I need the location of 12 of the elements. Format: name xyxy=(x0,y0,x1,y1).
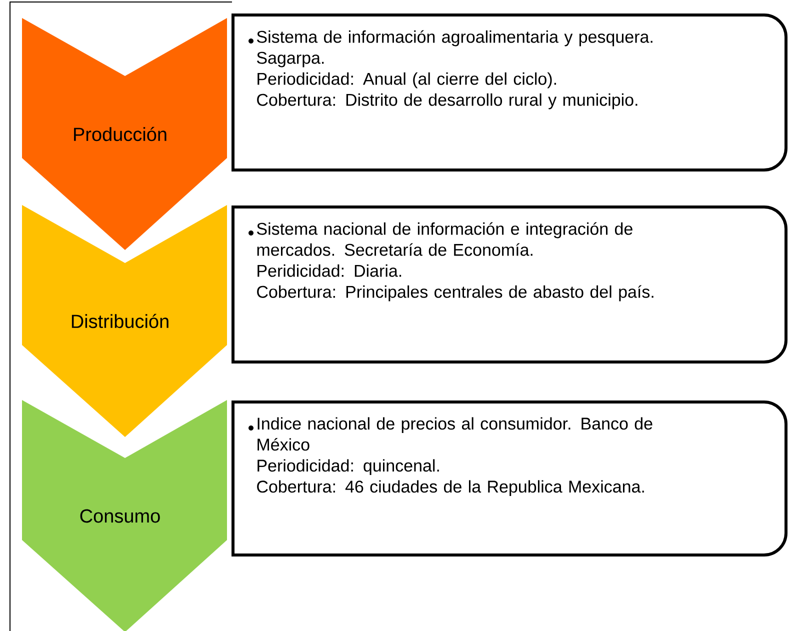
info-text: Sistema de información agroalimentaria y pesquera. Sagarpa. xyxy=(256,30,652,68)
info-text: Cobertura: Principales centrales de abasto del país. xyxy=(257,285,654,302)
info-box xyxy=(232,206,788,364)
info-text: Cobertura: 46 ciudades de la Republica Mexicana. xyxy=(257,480,644,496)
info-box xyxy=(232,14,788,172)
info-text: Sistema nacional de información e integración de mercados. Secretaría de Economía. xyxy=(256,222,632,256)
info-text: Periodicidad: quincenal. xyxy=(258,459,439,476)
info-text: Peridicidad: Diaria. xyxy=(258,264,402,277)
info-box xyxy=(232,400,788,556)
info-text: Periodicidad: Anual (al cierre del ciclo). xyxy=(258,72,556,88)
info-text: Indice nacional de precios al consumidor. Banco de México xyxy=(258,417,652,451)
info-text: Cobertura: Distrito de desarrollo rural y municipio. xyxy=(257,93,638,110)
